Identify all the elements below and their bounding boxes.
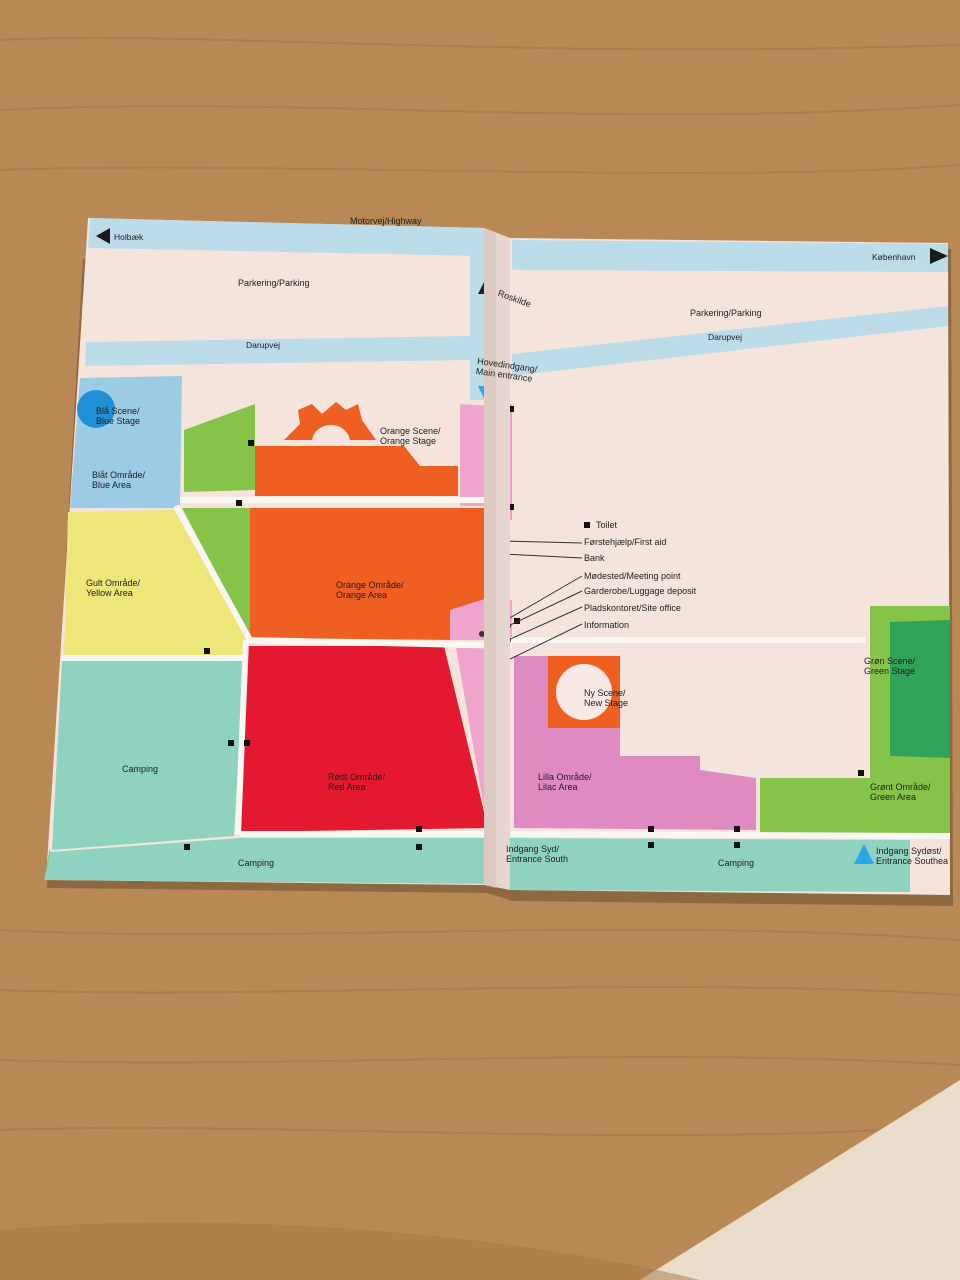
legend-toilet: Toilet <box>596 520 618 530</box>
yellow-area-label: Gult Område/ Yellow Area <box>86 578 141 598</box>
legend-site-office: Pladskontoret/Site office <box>584 603 681 613</box>
highway <box>88 218 484 256</box>
direction-kobenhavn-label: København <box>872 252 916 262</box>
blue-stage-icon <box>77 390 115 428</box>
blue-area-label: Blåt Område/ Blue Area <box>92 470 146 490</box>
legend-first-aid: Førstehjælp/First aid <box>584 537 667 547</box>
orange-area <box>255 446 458 496</box>
darupvej-road <box>85 336 470 366</box>
parking-right-label: Parkering/Parking <box>690 308 762 318</box>
blue-stage-label: Blå Scene/ Blue Stage <box>96 406 141 426</box>
toilet-markers <box>184 406 864 850</box>
camping-area-bottom <box>44 838 494 884</box>
orange-area-label: Orange Område/ Orange Area <box>336 580 404 600</box>
green-wedge-area <box>184 404 255 492</box>
red-area-label: Rødt Område/ Red Area <box>328 772 386 792</box>
entrance-southeast-marker-icon <box>854 844 874 864</box>
camping-area-left <box>52 660 244 850</box>
darupvej-left-label: Darupvej <box>246 340 281 350</box>
orange-area <box>250 508 494 640</box>
green-stage-label: Grøn Scene/ Green Stage <box>864 656 916 676</box>
arrow-left-icon <box>96 228 110 244</box>
legend-meeting-point: Mødested/Meeting point <box>584 571 681 581</box>
camping-bottom-right-label: Camping <box>718 858 755 868</box>
green-area-label: Grønt Område/ Green Area <box>870 782 931 802</box>
highway <box>512 240 948 272</box>
legend-information: Information <box>584 620 630 630</box>
camping-left-label: Camping <box>122 764 159 774</box>
entrance-south-label: Indgang Syd/ Entrance South <box>506 844 569 864</box>
highway-label: Motorvej/Highway <box>350 216 422 226</box>
direction-holbaek-label: Holbæk <box>114 232 144 242</box>
yellow-area <box>64 510 246 656</box>
camping-area-bottom <box>510 838 910 892</box>
red-area <box>238 646 488 832</box>
lilac-area-label: Lilla Område/ Lilac Area <box>538 772 592 792</box>
green-stage-icon <box>890 620 950 758</box>
legend-bank: Bank <box>584 553 605 563</box>
new-stage-label: Ny Scene/ New Stage <box>584 688 629 708</box>
darupvej-right-label: Darupvej <box>708 332 743 342</box>
orange-stage-icon <box>284 402 376 440</box>
legend-luggage-deposit: Garderobe/Luggage deposit <box>584 586 697 596</box>
pink-strip <box>450 596 494 640</box>
orange-stage-label: Orange Scene/ Orange Stage <box>380 426 441 446</box>
parking-left-label: Parkering/Parking <box>238 278 310 288</box>
entrance-southeast-label: Indgang Sydøst/ Entrance Southea <box>876 846 949 866</box>
darupvej-road <box>512 306 948 376</box>
camping-bottom-left-label: Camping <box>238 858 275 868</box>
arrow-right-icon <box>930 248 948 264</box>
